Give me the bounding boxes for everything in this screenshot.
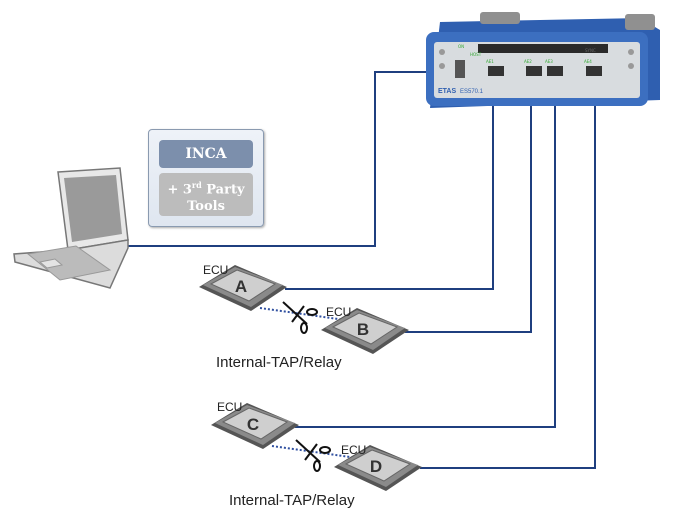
scissors-icon	[282, 301, 318, 334]
ecu-id: B	[357, 320, 369, 339]
host-label: HOST	[470, 52, 482, 57]
laptop-link	[125, 71, 432, 247]
ecu-b: B	[321, 308, 409, 354]
etas-es570-device: ETAS ES570.1 AE1 AE2 AE3 AE4 ON HOST SYN…	[426, 12, 660, 108]
link-ecu-d	[420, 105, 596, 469]
relay-label: Internal-TAP/Relay	[216, 354, 342, 371]
ecu-id: C	[247, 415, 259, 434]
ecu-a: A	[199, 265, 287, 311]
ecu-label-c: ECU	[217, 400, 243, 414]
third-party-prefix: + 3	[167, 182, 192, 198]
ecu-label-a: ECU	[203, 263, 229, 277]
ecu-d: D	[334, 445, 422, 491]
device-brand: ETAS	[438, 88, 456, 95]
connection-lines	[125, 71, 596, 469]
link-ecu-c	[295, 105, 556, 428]
on-label: ON	[458, 44, 464, 49]
ecu-c: C	[211, 403, 299, 449]
link-ecu-b	[405, 105, 532, 333]
ecu-id: A	[235, 277, 247, 296]
third-party-sup: rd	[191, 180, 202, 190]
sync-label: SYNC	[585, 48, 596, 53]
port-label: AE4	[584, 59, 592, 64]
ecu-label-b: ECU	[326, 305, 352, 319]
port-label: AE3	[545, 59, 553, 64]
laptop-icon	[13, 167, 129, 289]
scissors-icon	[295, 439, 331, 472]
relay-label: Internal-TAP/Relay	[229, 492, 355, 509]
port-label: AE1	[486, 59, 494, 64]
third-party-suffix: Party	[201, 182, 245, 198]
ecu-label-d: ECU	[341, 443, 367, 457]
link-ecu-a	[285, 105, 494, 290]
device-model: ES570.1	[460, 89, 484, 95]
third-party-tools-box: + 3rd Party Tools	[159, 173, 253, 216]
ecu-id: D	[370, 457, 382, 476]
software-tools-panel: INCA + 3rd Party Tools	[148, 129, 264, 227]
port-label: AE2	[524, 59, 532, 64]
third-party-line2: Tools	[187, 199, 225, 215]
inca-box: INCA	[159, 140, 253, 168]
